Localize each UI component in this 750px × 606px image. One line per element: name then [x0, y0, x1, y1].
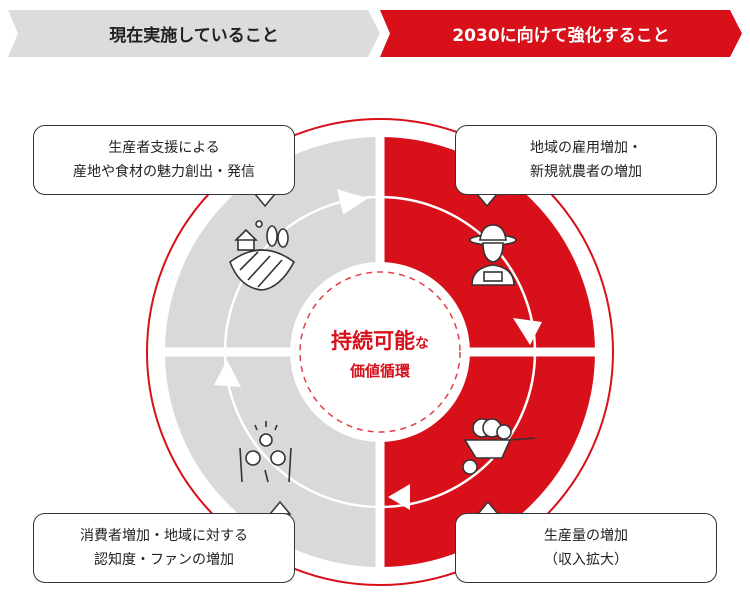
- center-subtitle: 価値循環: [349, 362, 410, 380]
- farm-field-icon: [229, 220, 296, 291]
- cycle-arrow-path: [223, 195, 537, 509]
- callout-producer-support: 生産者支援による 産地や食材の魅力創出・発信: [33, 125, 295, 195]
- callout-production: 生産量の増加 （収入拡大）: [455, 513, 717, 583]
- callout-line: （収入拡大）: [544, 552, 628, 568]
- callout-line: 生産量の増加: [544, 528, 628, 544]
- center-title-main: 持続可能: [331, 329, 415, 353]
- outer-ring: [146, 118, 614, 586]
- cheering-people-icon: [239, 421, 292, 483]
- callout-consumers: 消費者増加・地域に対する 認知度・ファンの増加: [33, 513, 295, 583]
- center-dashed-ring: [299, 271, 461, 433]
- callout-line: 産地や食材の魅力創出・発信: [73, 164, 255, 180]
- center-title-particle: な: [415, 336, 429, 352]
- current-initiatives-banner: 現在実施していること: [8, 10, 380, 57]
- center-circle: [290, 262, 470, 442]
- callout-line: 地域の雇用増加・: [530, 140, 642, 156]
- arrow-head-bottom: [388, 484, 410, 510]
- center-title: 持続可能な: [290, 325, 470, 355]
- current-initiatives-label: 現在実施していること: [109, 26, 279, 46]
- callout-line: 認知度・ファンの増加: [94, 552, 234, 568]
- arrow-head-right: [513, 318, 542, 345]
- callout-line: 消費者増加・地域に対する: [80, 528, 248, 544]
- arrow-head-top: [336, 189, 368, 215]
- callout-employment: 地域の雇用増加・ 新規就農者の増加: [455, 125, 717, 195]
- callout-line: 生産者支援による: [108, 140, 220, 156]
- farmer-icon: [469, 224, 517, 286]
- callout-line: 新規就農者の増加: [530, 164, 642, 180]
- future-initiatives-banner: 2030に向けて強化すること: [380, 10, 742, 57]
- wheelbarrow-icon: [462, 418, 536, 475]
- future-initiatives-label: 2030に向けて強化すること: [452, 26, 670, 46]
- arrow-head-left: [214, 360, 241, 387]
